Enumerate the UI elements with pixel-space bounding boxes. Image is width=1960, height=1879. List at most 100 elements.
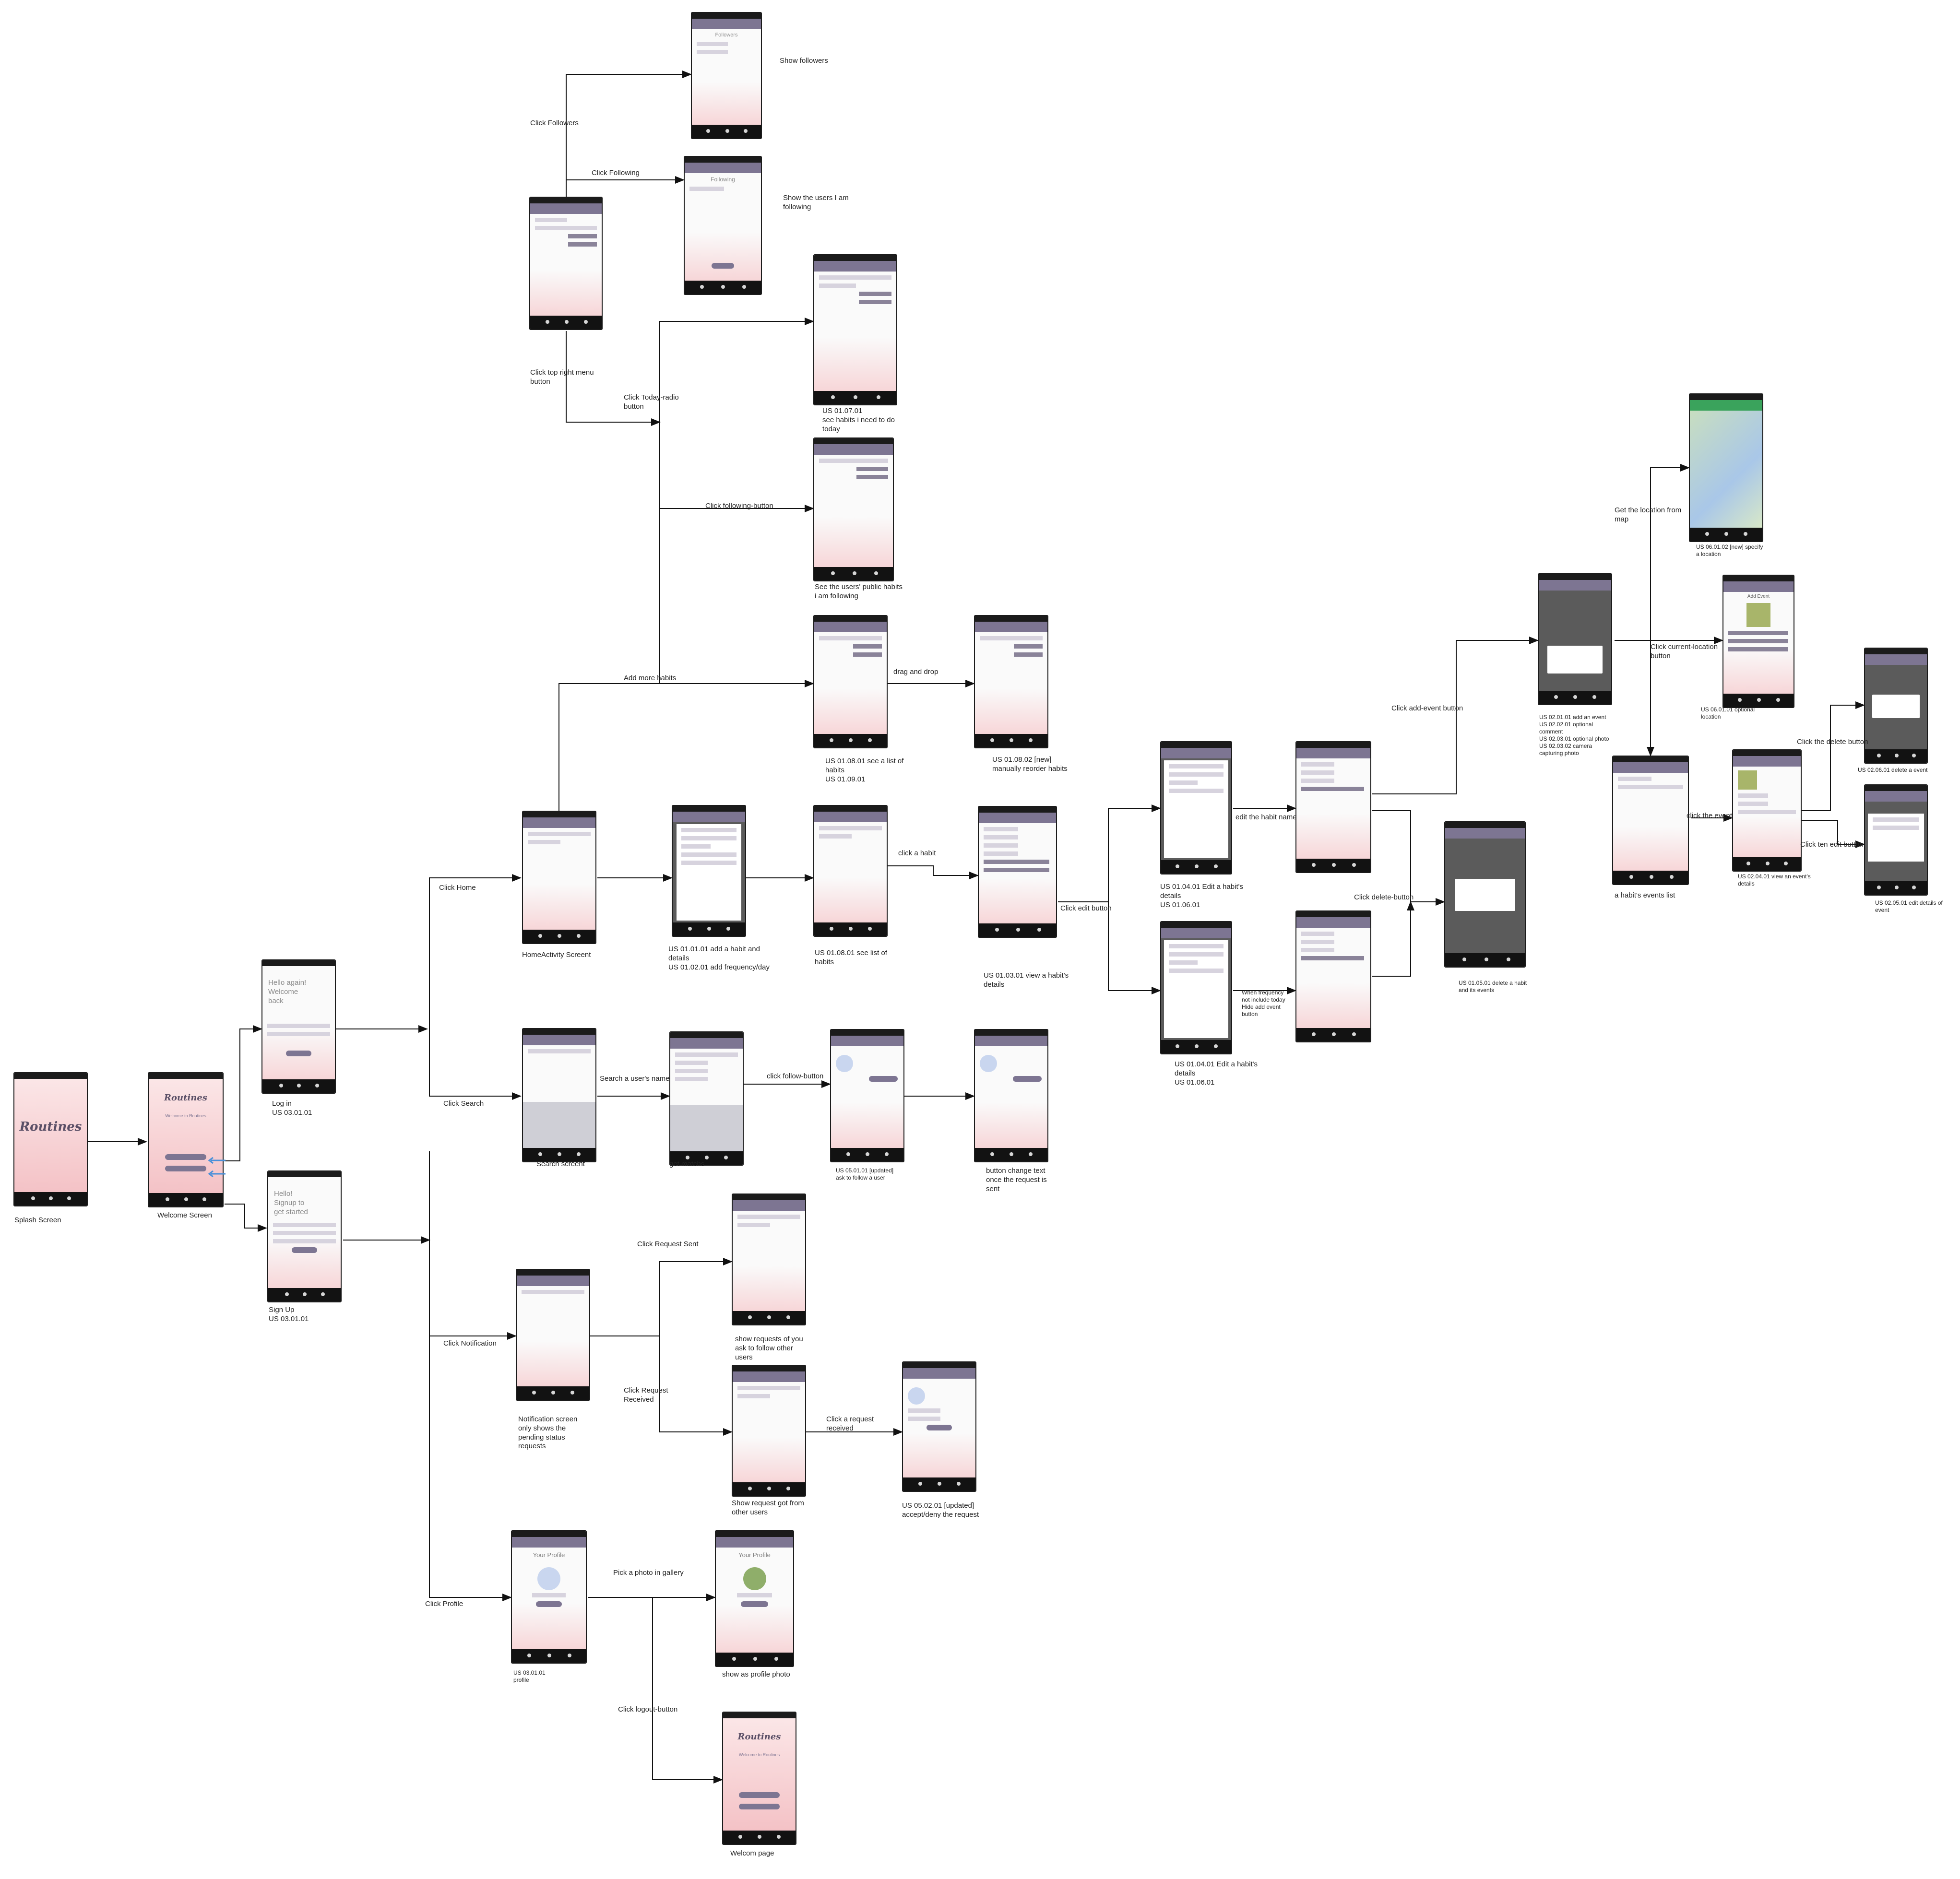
unfollow-button[interactable]	[711, 263, 735, 269]
edge-detail-delete	[1372, 810, 1445, 906]
delete-habit-screen	[1444, 821, 1526, 968]
label-click-delete-btn: Click the delete button	[1797, 738, 1868, 746]
edge-profile-logout	[652, 1597, 723, 1784]
username-field[interactable]	[273, 1223, 336, 1227]
requests-sent-screen	[732, 1194, 806, 1325]
notification-tabs[interactable]	[522, 1290, 584, 1294]
profile-photo[interactable]	[743, 1567, 766, 1590]
followers-header: Followers	[715, 32, 738, 38]
label-us-add-event: US 02.01.01 add an event US 02.02.01 opt…	[1539, 714, 1609, 756]
welcome-title: Welcome to Routines	[165, 1113, 206, 1119]
profile-title: Your Profile	[738, 1551, 771, 1559]
search-input[interactable]	[528, 1049, 591, 1053]
app-bar	[903, 1368, 975, 1379]
map-location-screen	[1689, 393, 1763, 542]
logout-button[interactable]	[741, 1601, 768, 1607]
profile-avatar[interactable]	[537, 1567, 560, 1590]
logout-button[interactable]	[536, 1601, 562, 1607]
label-us-today: US 01.07.01 see habits i need to do toda…	[822, 407, 895, 433]
label-us-edit1: US 01.04.01 Edit a habit's details US 01…	[1160, 883, 1243, 909]
keyboard[interactable]	[670, 1105, 743, 1151]
keyboard[interactable]	[523, 1101, 595, 1148]
event-photo	[1746, 603, 1770, 627]
requested-button[interactable]	[1012, 1076, 1042, 1082]
habit-list-add-more-screen	[813, 615, 888, 748]
label-welcome: Welcome Screen	[157, 1211, 212, 1219]
signup-button[interactable]	[739, 1803, 780, 1809]
app-bar	[975, 622, 1047, 632]
splash-screen: Routines	[13, 1072, 88, 1206]
email-field[interactable]	[273, 1231, 336, 1235]
label-click-profile: Click Profile	[425, 1600, 463, 1608]
email-field[interactable]	[267, 1024, 330, 1028]
label-login: Log in US 03.01.01	[272, 1099, 312, 1117]
login-button[interactable]	[165, 1154, 207, 1160]
label-pick-photo: Pick a photo in gallery	[613, 1569, 684, 1577]
profile-title: Your Profile	[533, 1551, 565, 1559]
accept-option[interactable]	[908, 1408, 940, 1413]
add-event-title: Add Event	[1747, 594, 1770, 599]
app-bar	[814, 622, 887, 632]
edge-to-following	[566, 176, 685, 197]
app-bar	[1723, 581, 1794, 592]
label-click-menu: Click top right menu button	[530, 368, 594, 386]
app-bar	[1613, 762, 1688, 773]
user-profile-follow-screen	[830, 1029, 904, 1162]
deny-option[interactable]	[908, 1417, 940, 1421]
app-bar	[692, 19, 761, 29]
label-us-map: US 06.01.02 [new] specify a location	[1696, 544, 1763, 557]
password-field[interactable]	[267, 1032, 330, 1036]
label-us-optional-loc: US 06.01.01 optional location	[1701, 706, 1755, 720]
edge-notif-received	[659, 1336, 733, 1436]
add-habit-screen	[672, 805, 746, 937]
label-click-edit: Click edit button	[1060, 904, 1112, 912]
label-click-current-loc: Click current-location button	[1651, 643, 1718, 660]
today-habits-screen	[813, 254, 897, 405]
label-click-req-sent: Click Request Sent	[637, 1240, 699, 1248]
label-click-delete: Click delete-button	[1354, 893, 1414, 901]
label-click-follow: click follow-button	[767, 1072, 824, 1080]
welcome-logo: Routines	[164, 1092, 207, 1103]
welcome-logo: Routines	[737, 1732, 781, 1742]
edge-home-up	[558, 680, 814, 815]
signup-button[interactable]	[165, 1165, 207, 1171]
search-input[interactable]	[675, 1052, 738, 1057]
label-see-public: See the users' public habits i am follow…	[815, 583, 903, 600]
add-habit-dialog	[677, 824, 741, 921]
login-submit-button[interactable]	[286, 1051, 311, 1056]
following-screen: Following	[684, 156, 762, 295]
label-show-req: show requests of you ask to follow other…	[735, 1335, 803, 1361]
habit-detail-screen	[978, 806, 1057, 938]
app-bar	[517, 1276, 589, 1286]
app-bar	[1865, 791, 1927, 802]
blue-arrow-icon	[208, 1157, 226, 1164]
app-bar	[512, 1537, 586, 1548]
app-bar	[814, 444, 893, 455]
label-edit-name: edit the habit name	[1235, 813, 1297, 821]
edit-habit-screen-1	[1160, 741, 1232, 875]
app-bar	[523, 817, 595, 828]
profile-screen: Your Profile	[511, 1530, 587, 1664]
label-splash: Splash Screen	[14, 1216, 61, 1224]
label-click-add-event: Click add-event button	[1391, 704, 1463, 712]
edge-notif-trunk	[590, 1258, 733, 1336]
location-buttons-bar[interactable]	[1690, 400, 1762, 411]
label-welcom-page: Welcom page	[730, 1849, 774, 1857]
notification-screen	[516, 1269, 590, 1401]
password-field[interactable]	[273, 1239, 336, 1243]
signup-submit-button[interactable]	[292, 1247, 317, 1253]
label-us-see-list: US 01.08.01 see list of habits	[815, 949, 887, 966]
edge-trunk-today	[659, 318, 814, 684]
request-tabs[interactable]	[737, 1386, 800, 1390]
follow-button[interactable]	[868, 1076, 898, 1082]
app-bar	[530, 203, 602, 214]
request-tabs[interactable]	[737, 1215, 800, 1219]
app-bar	[1445, 828, 1525, 839]
confirm-button[interactable]	[927, 1425, 952, 1430]
label-click-a-request: Click a request received	[826, 1415, 874, 1432]
app-bar	[670, 1038, 743, 1049]
label-click-followers: Click Followers	[530, 119, 579, 127]
login-button[interactable]	[739, 1792, 780, 1798]
welcome-screen: Routines Welcome to Routines	[148, 1072, 224, 1207]
